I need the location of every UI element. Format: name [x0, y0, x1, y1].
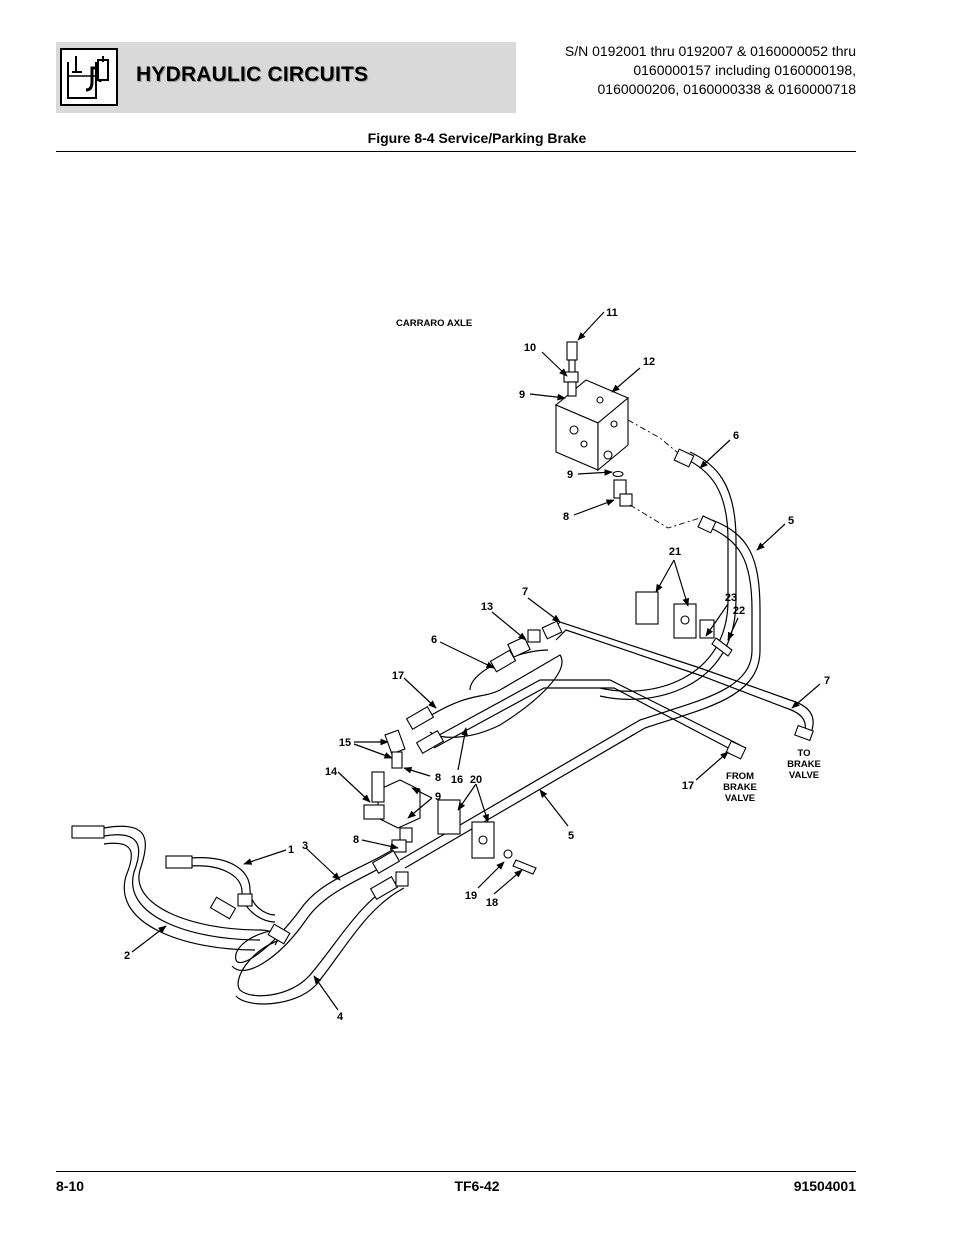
- callout-19: 19: [465, 890, 477, 902]
- header-band: [56, 42, 516, 113]
- callout-6-lower: 6: [431, 634, 437, 646]
- callout-2: 2: [124, 950, 130, 962]
- brake-valve-block: [554, 379, 630, 472]
- from-brake-line-3: VALVE: [725, 793, 755, 804]
- figure-code: TF6-42: [454, 1178, 500, 1194]
- callout-17-upper: 17: [392, 670, 404, 682]
- callout-4: 4: [337, 1011, 344, 1023]
- callout-16: 16: [451, 774, 463, 786]
- manual-number: 91504001: [793, 1178, 856, 1194]
- callout-9-mid: 9: [567, 469, 573, 481]
- callout-numbers: 11 10 12 9 6 9 8 5 21 7 13 23 22 6 17 7 …: [124, 307, 830, 1023]
- hose-ends-6-17: [405, 649, 517, 754]
- callout-7-lower: 7: [824, 675, 830, 687]
- callout-21: 21: [669, 546, 681, 558]
- carraro-axle-label: CARRARO AXLE: [396, 318, 472, 329]
- clamp-bracket-21: [635, 591, 733, 657]
- callout-18: 18: [486, 897, 498, 909]
- test-port-fitting: [563, 341, 579, 397]
- hose-4: [235, 871, 409, 1005]
- hose-5: [399, 515, 761, 869]
- to-brake-line-1: TO: [797, 748, 810, 759]
- callout-5-lower: 5: [568, 830, 574, 842]
- clamp-bracket-20: [437, 799, 537, 875]
- leader-lines: [131, 311, 821, 1011]
- parking-brake-valve-14: [363, 729, 421, 853]
- callout-14: 14: [325, 766, 338, 778]
- to-brake-line-2: BRAKE: [787, 759, 821, 770]
- section-title: HYDRAULIC CIRCUITS: [136, 63, 369, 86]
- hose-1: [165, 855, 276, 923]
- figure-caption: Figure 8-4 Service/Parking Brake: [367, 130, 587, 146]
- callout-7-upper: 7: [522, 586, 528, 598]
- callout-12: 12: [643, 356, 655, 368]
- callout-22: 22: [733, 605, 745, 617]
- to-brake-line-3: VALVE: [789, 770, 819, 781]
- callout-9-upper: 9: [519, 389, 525, 401]
- from-brake-line-2: BRAKE: [723, 782, 757, 793]
- from-brake-valve-label: FROM BRAKE VALVE: [723, 771, 757, 804]
- callout-11: 11: [606, 307, 618, 319]
- callout-9-lower: 9: [435, 791, 441, 803]
- callout-6-upper: 6: [733, 430, 739, 442]
- callout-8-upper: 8: [563, 511, 569, 523]
- callout-17-lower: 17: [682, 780, 694, 792]
- header-rule: [56, 151, 856, 152]
- callout-8-mid: 8: [435, 772, 441, 784]
- callout-8-lower: 8: [353, 834, 359, 846]
- tee-fitting-13: [507, 620, 563, 658]
- from-brake-line-1: FROM: [726, 771, 754, 782]
- hose-2: [71, 825, 291, 951]
- to-brake-valve-label: TO BRAKE VALVE: [787, 748, 821, 781]
- page-number: 8-10: [56, 1178, 85, 1194]
- callout-3: 3: [302, 840, 308, 852]
- callout-20: 20: [470, 774, 482, 786]
- tube-17: [429, 679, 747, 760]
- callout-5-upper: 5: [788, 515, 794, 527]
- hydraulic-reservoir-icon: [60, 48, 118, 106]
- callout-13: 13: [481, 601, 493, 613]
- callout-10: 10: [524, 342, 536, 354]
- tube-7: [549, 621, 814, 742]
- callout-15: 15: [339, 737, 351, 749]
- callout-1: 1: [288, 844, 294, 856]
- callout-23: 23: [725, 592, 737, 604]
- footer-rule: [56, 1171, 856, 1172]
- elbow-fitting-upper: [612, 470, 633, 507]
- serial-number-range: S/N 0192001 thru 0192007 & 0160000052 th…: [564, 43, 856, 97]
- hose-3: [231, 849, 401, 971]
